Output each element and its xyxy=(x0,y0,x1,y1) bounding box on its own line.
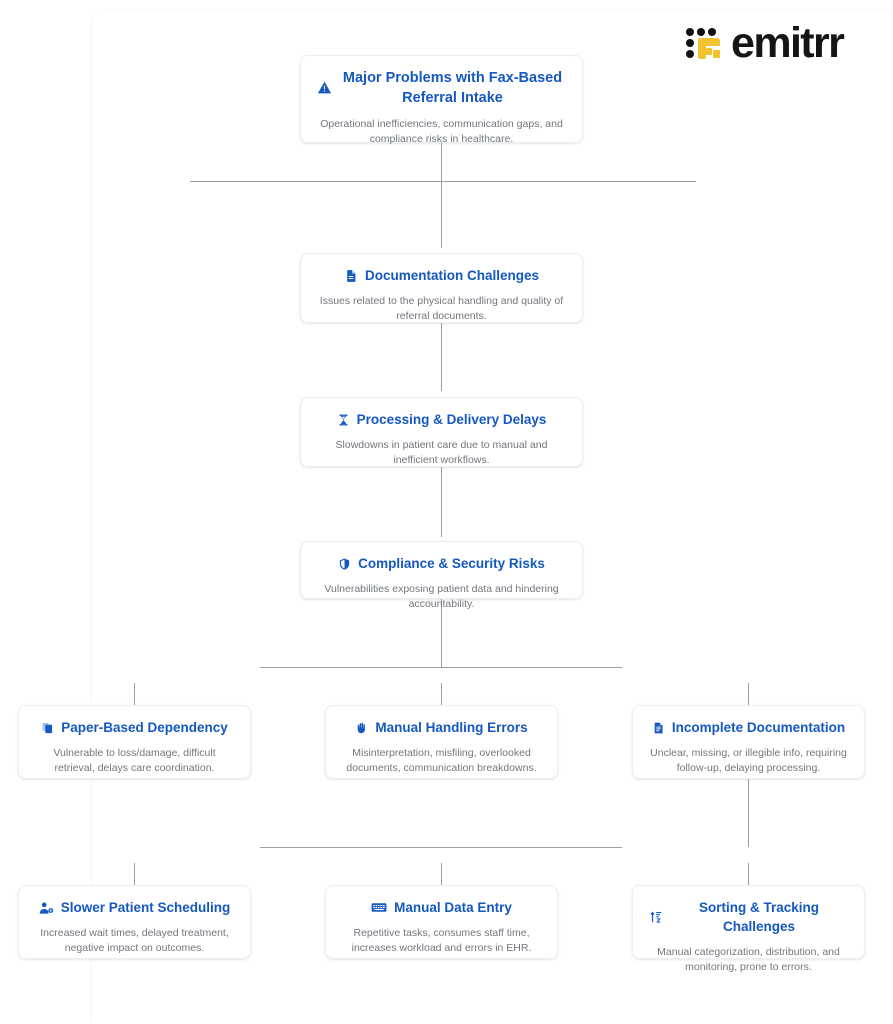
node-card-manual-data-entry[interactable]: Manual Data Entry Repetitive tasks, cons… xyxy=(325,885,558,959)
node-card-manual-handling-errors[interactable]: Manual Handling Errors Misinterpretation… xyxy=(325,705,558,779)
node-card-root[interactable]: Major Problems with Fax-Based Referral I… xyxy=(300,55,583,145)
connector-doc-to-processing xyxy=(441,323,442,391)
node-card-documentation-challenges[interactable]: Documentation Challenges Issues related … xyxy=(300,253,583,323)
node-title-row: Manual Handling Errors xyxy=(342,718,541,737)
connector-row1-to-rail2 xyxy=(748,779,749,847)
person-gear-icon xyxy=(39,901,54,915)
node-description: Increased wait times, delayed treatment,… xyxy=(40,927,229,954)
node-title-row: Documentation Challenges xyxy=(317,266,566,285)
node-title: Incomplete Documentation xyxy=(671,720,846,735)
node-title-row: Slower Patient Scheduling xyxy=(35,898,234,917)
hourglass-icon xyxy=(337,413,350,427)
node-title: Sorting & Tracking Challenges xyxy=(698,900,820,934)
page-with-curl-icon xyxy=(652,721,665,735)
node-description: Issues related to the physical handling … xyxy=(319,295,564,322)
node-title-row: Compliance & Security Risks xyxy=(317,554,566,573)
keyboard-icon xyxy=(371,901,387,914)
node-card-sorting-tracking-challenges[interactable]: Sorting & Tracking Challenges Manual cat… xyxy=(632,885,865,973)
connector-compliance-down xyxy=(441,599,442,667)
connector-row2-drop-left xyxy=(134,863,135,885)
node-card-compliance-security-risks[interactable]: Compliance & Security Risks Vulnerabilit… xyxy=(300,541,583,610)
connector-root-down xyxy=(441,143,442,181)
emitrr-logo-mark-icon xyxy=(686,27,722,61)
node-title-row: Sorting & Tracking Challenges xyxy=(649,898,848,936)
node-title-row: Processing & Delivery Delays xyxy=(317,410,566,429)
emitrr-logo: emitrr xyxy=(686,19,845,67)
node-description: Vulnerable to loss/damage, difficult ret… xyxy=(53,747,216,774)
node-description: Misinterpretation, misfiling, overlooked… xyxy=(346,747,537,774)
connector-row2-drop-right xyxy=(748,863,749,885)
connector-processing-to-compliance xyxy=(441,467,442,537)
node-description: Unclear, missing, or illegible info, req… xyxy=(650,747,847,774)
document-icon xyxy=(344,269,358,283)
connector-rail-to-doc xyxy=(441,181,442,248)
node-card-incomplete-documentation[interactable]: Incomplete Documentation Unclear, missin… xyxy=(632,705,865,779)
node-title: Documentation Challenges xyxy=(364,268,540,283)
connector-rail-row1 xyxy=(260,667,622,668)
content-panel xyxy=(92,10,893,1024)
node-description: Repetitive tasks, consumes staff time, i… xyxy=(351,927,532,954)
connector-row1-drop-center xyxy=(441,683,442,705)
emitrr-wordmark: emitrr xyxy=(731,19,845,67)
connector-rail-row2 xyxy=(260,847,622,848)
node-card-slower-patient-scheduling[interactable]: Slower Patient Scheduling Increased wait… xyxy=(18,885,251,959)
node-title-row: Paper-Based Dependency xyxy=(35,718,234,737)
node-title: Slower Patient Scheduling xyxy=(60,900,231,915)
node-title-row: Incomplete Documentation xyxy=(649,718,848,737)
node-title: Compliance & Security Risks xyxy=(358,556,545,571)
shield-icon xyxy=(338,557,351,571)
connector-rail-top xyxy=(190,181,696,182)
raised-hand-icon xyxy=(355,721,368,735)
node-title: Manual Handling Errors xyxy=(375,720,528,735)
node-description: Slowdowns in patient care due to manual … xyxy=(335,439,548,466)
node-description: Operational inefficiencies, communicatio… xyxy=(320,118,563,145)
node-title: Paper-Based Dependency xyxy=(61,720,228,735)
sort-arrows-icon xyxy=(649,910,663,924)
connector-row1-drop-left xyxy=(134,683,135,705)
connector-row2-drop-center xyxy=(441,863,442,885)
node-card-paper-based-dependency[interactable]: Paper-Based Dependency Vulnerable to los… xyxy=(18,705,251,779)
node-description: Manual categorization, distribution, and… xyxy=(657,946,840,973)
node-description: Vulnerabilities exposing patient data an… xyxy=(324,583,559,610)
warning-triangle-icon xyxy=(317,80,332,95)
node-card-processing-delivery-delays[interactable]: Processing & Delivery Delays Slowdowns i… xyxy=(300,397,583,467)
node-title: Major Problems with Fax-Based Referral I… xyxy=(342,70,563,106)
node-title: Manual Data Entry xyxy=(394,900,512,915)
node-title-row: Major Problems with Fax-Based Referral I… xyxy=(317,68,566,108)
connector-row1-drop-right xyxy=(748,683,749,705)
node-title-row: Manual Data Entry xyxy=(342,898,541,917)
node-title: Processing & Delivery Delays xyxy=(356,412,547,427)
copy-documents-icon xyxy=(41,721,54,735)
